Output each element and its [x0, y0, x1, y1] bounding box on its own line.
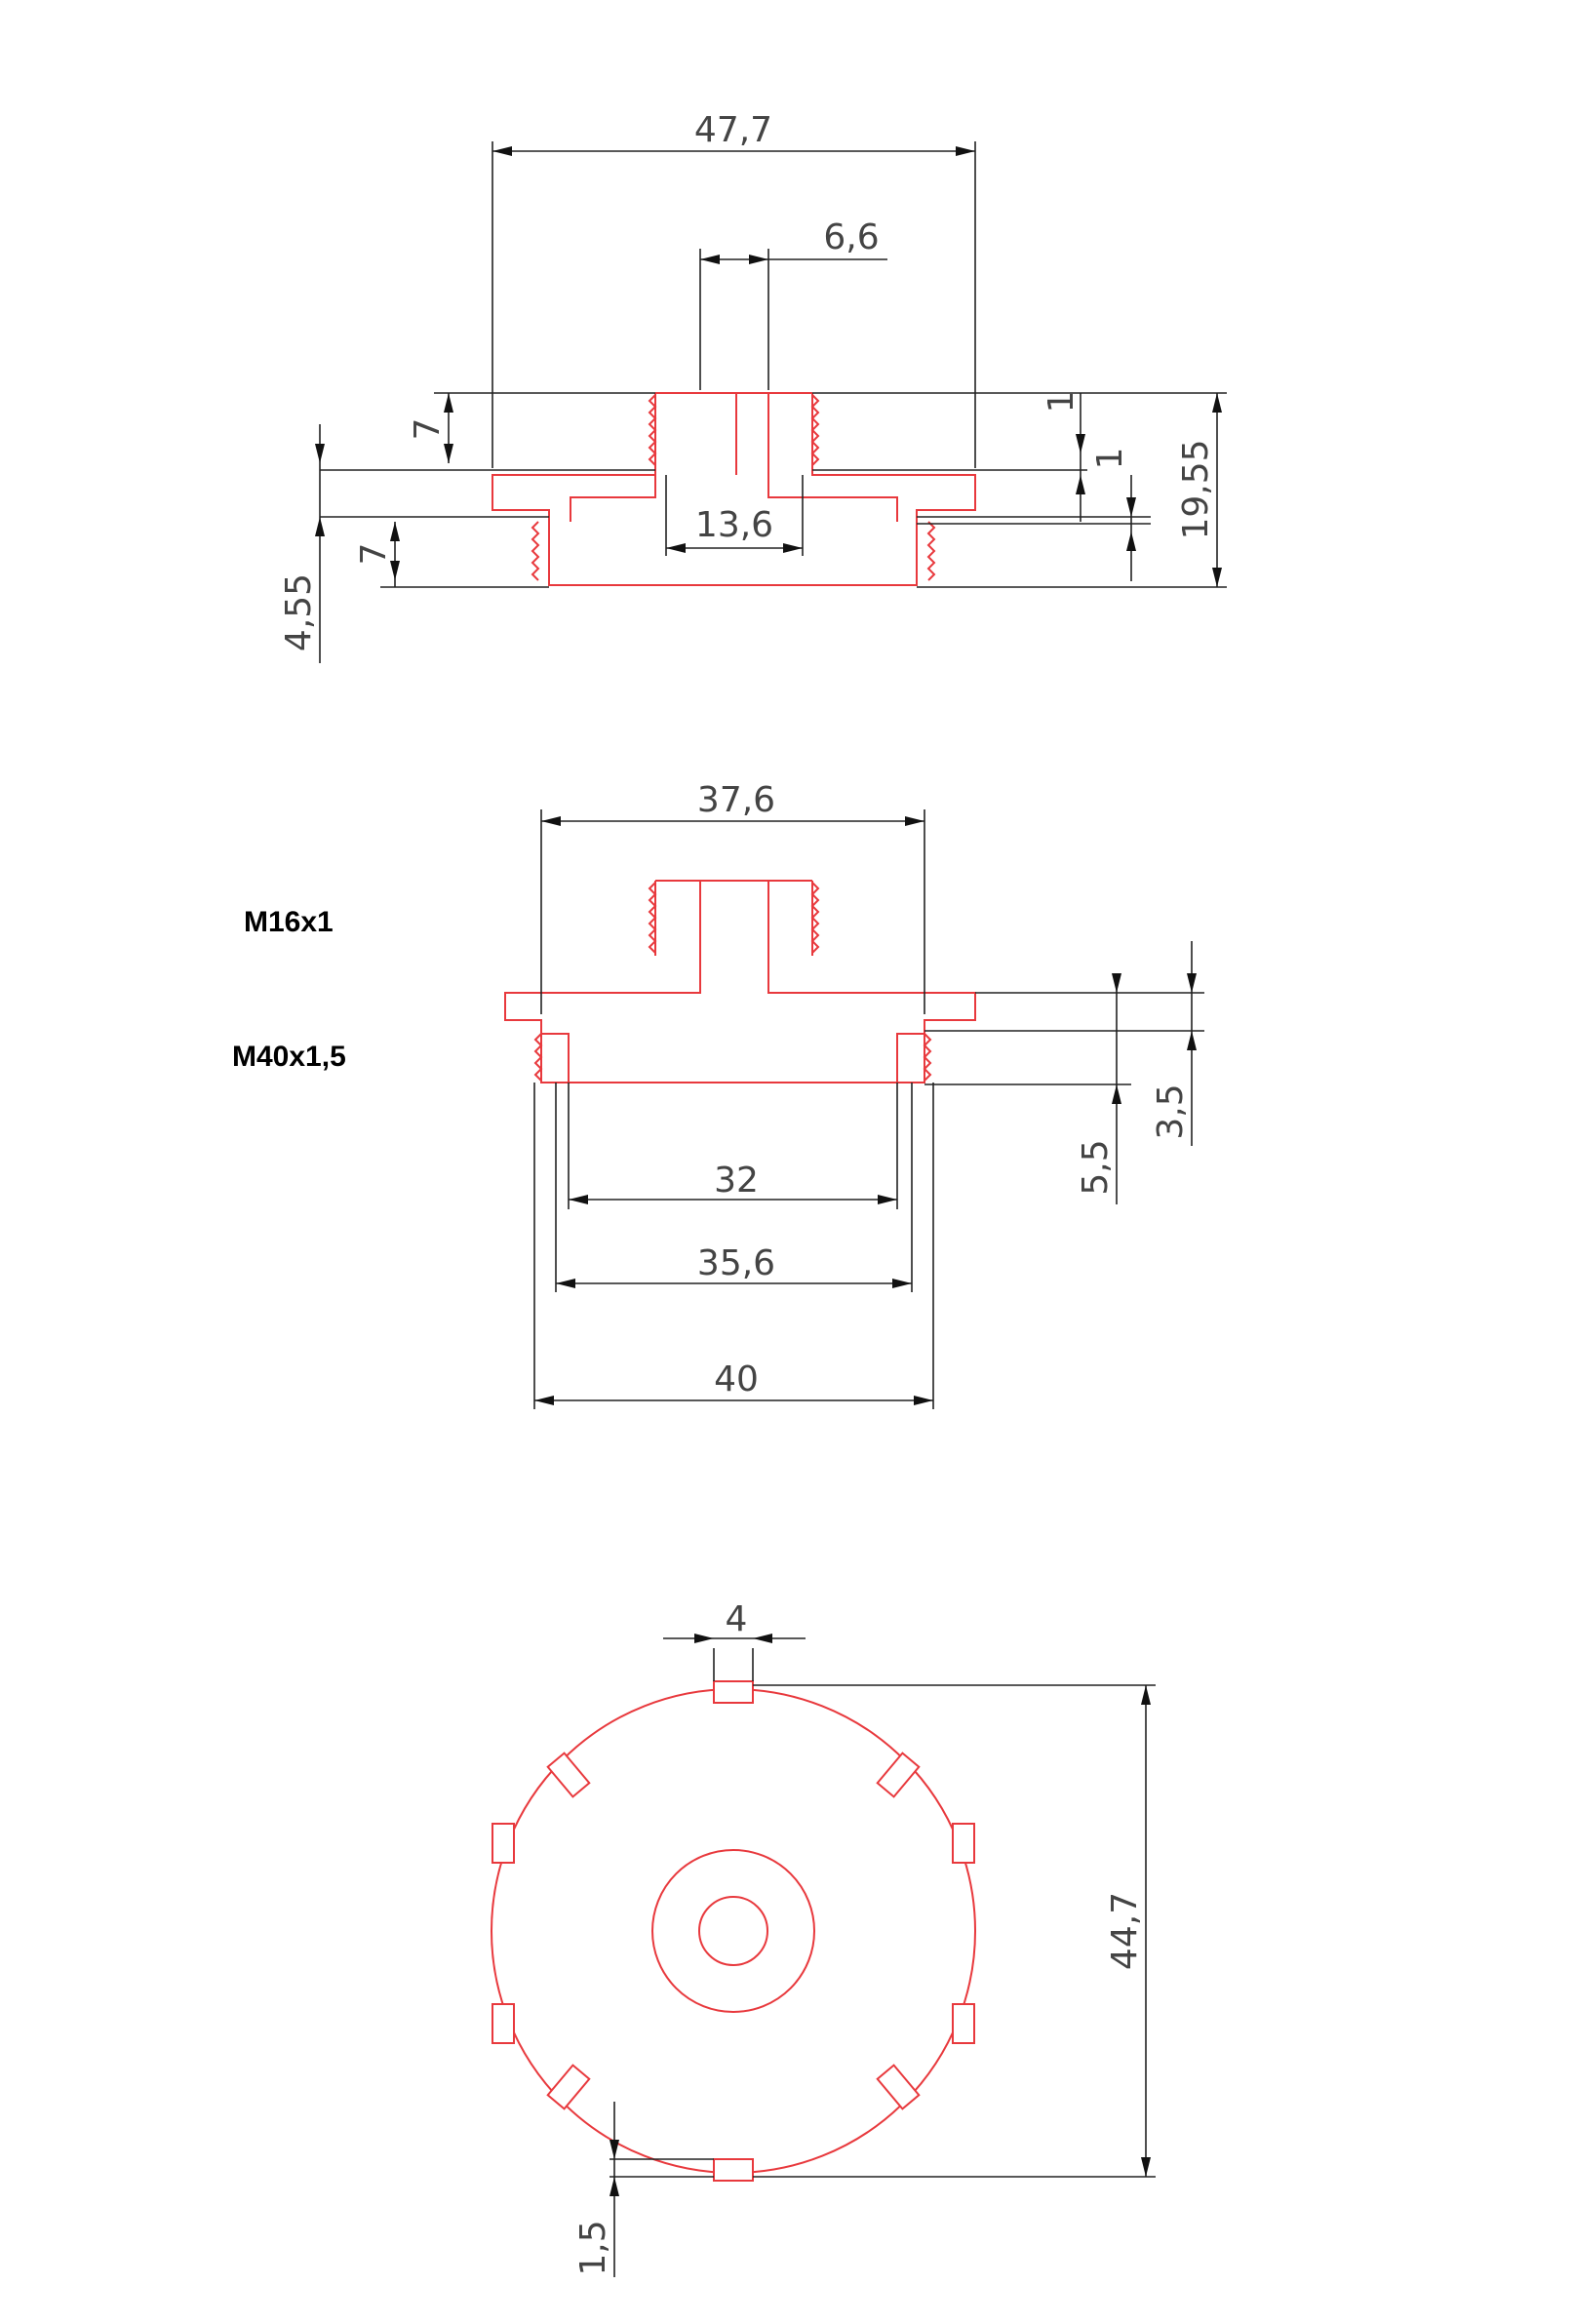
dim-13-6: 13,6: [695, 505, 773, 545]
part-outline-middle: [504, 880, 976, 1083]
note-m40x1-5: M40x1,5: [232, 1041, 346, 1073]
dim-1-5: 1,5: [573, 2220, 613, 2275]
dim-3-5: 3,5: [1151, 1083, 1191, 1139]
section-view-middle: M16x1 M40x1,5 37,6 32 35,6 40 5,5 3,5: [232, 780, 1204, 1409]
dim-47-7: 47,7: [694, 110, 772, 150]
dim-40: 40: [714, 1359, 759, 1399]
dim-5-5: 5,5: [1076, 1139, 1116, 1195]
dim-6-6: 6,6: [823, 217, 879, 257]
dimension-lines-middle: [533, 809, 1204, 1409]
dim-35-6: 35,6: [697, 1243, 775, 1283]
thread-marks-top: [531, 394, 936, 581]
dimension-arrows-middle: [534, 816, 1197, 1405]
note-m16x1: M16x1: [244, 906, 334, 938]
dim-offset-1a: 1: [1042, 391, 1081, 414]
dim-4-55: 4,55: [279, 573, 319, 651]
dimension-arrows-top: [315, 146, 1222, 587]
thread-marks-middle: [533, 882, 932, 1082]
part-outline-top: [492, 392, 976, 586]
plan-view: 4 44,7 1,5: [491, 1599, 1156, 2277]
section-view-top: 47,7 6,6 13,6 7 1 1 19,55 7 4,55: [279, 110, 1227, 663]
dimension-lines-plan: [610, 1637, 1156, 2277]
dim-44-7: 44,7: [1105, 1892, 1145, 1970]
dim-37-6: 37,6: [697, 780, 775, 820]
dimension-arrows-plan: [610, 1634, 1151, 2196]
dim-19-55: 19,55: [1176, 439, 1216, 539]
dim-offset-1b: 1: [1090, 448, 1130, 470]
notches: [492, 1680, 975, 2182]
dim-boss-7: 7: [408, 418, 448, 441]
dim-32: 32: [714, 1161, 759, 1201]
dim-4: 4: [726, 1599, 748, 1639]
dim-thread-7: 7: [354, 543, 394, 566]
